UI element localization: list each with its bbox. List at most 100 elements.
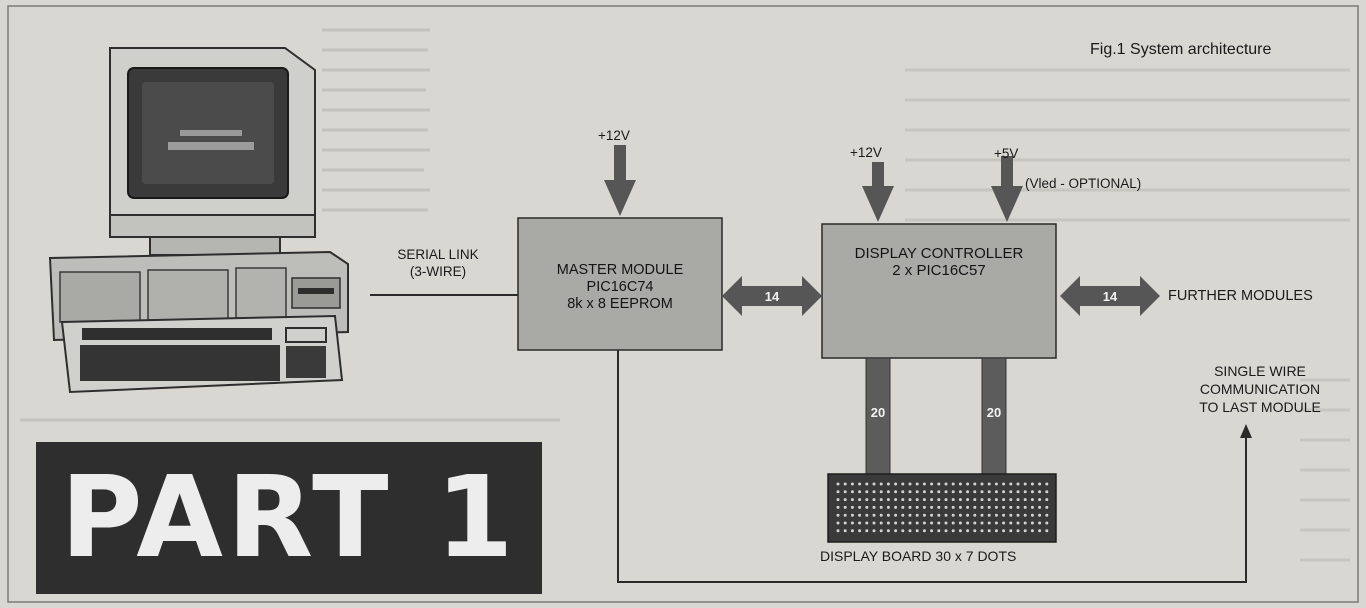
display-dot: [901, 521, 905, 525]
display-dot: [966, 498, 970, 502]
display-dot: [1009, 498, 1013, 502]
display-dot: [915, 498, 919, 502]
display-dot: [1002, 505, 1006, 509]
display-dot: [908, 505, 912, 509]
display-dot: [1016, 490, 1020, 494]
display-dot: [980, 482, 984, 486]
display-dot: [922, 505, 926, 509]
display-dot: [1038, 529, 1042, 533]
display-dot: [894, 490, 898, 494]
display-dot: [1038, 513, 1042, 517]
display-dot: [836, 490, 840, 494]
display-dot: [901, 498, 905, 502]
display-dot: [850, 529, 854, 533]
master-module-text: MASTER MODULE PIC16C74 8k x 8 EEPROM: [518, 262, 722, 313]
display-dot: [843, 521, 847, 525]
display-dot: [865, 513, 869, 517]
display-dot: [973, 490, 977, 494]
display-dot: [1016, 521, 1020, 525]
display-dot: [980, 529, 984, 533]
display-dot: [886, 505, 890, 509]
display-dot: [872, 521, 876, 525]
master-module-box: [517, 217, 723, 351]
display-dot: [1045, 490, 1049, 494]
display-dot: [894, 521, 898, 525]
supply-arrow-master-12v: [604, 145, 636, 216]
display-dot: [951, 498, 955, 502]
display-dot: [879, 513, 883, 517]
serial-link-label-line1: SERIAL LINK: [397, 247, 479, 262]
display-dot: [872, 505, 876, 509]
display-board: [827, 473, 1057, 543]
display-dot: [1002, 513, 1006, 517]
display-dot: [1038, 482, 1042, 486]
display-dot: [937, 490, 941, 494]
master-module-title: MASTER MODULE: [556, 262, 684, 278]
display-dot: [966, 490, 970, 494]
display-dot: [886, 490, 890, 494]
display-dot: [858, 490, 862, 494]
display-dot: [1045, 521, 1049, 525]
display-dot: [1002, 482, 1006, 486]
display-board-label: DISPLAY BOARD 30 x 7 DOTS: [820, 548, 1017, 564]
display-dot: [894, 513, 898, 517]
display-dot: [973, 498, 977, 502]
single-wire-return-line: [617, 350, 1247, 583]
display-dot: [865, 505, 869, 509]
display-dot: [944, 490, 948, 494]
single-wire-label: SINGLE WIRE COMMUNICATION TO LAST MODULE: [1190, 362, 1330, 416]
display-dot: [908, 498, 912, 502]
display-dot: [951, 513, 955, 517]
display-dot: [994, 498, 998, 502]
display-dot: [1038, 505, 1042, 509]
display-dot: [922, 521, 926, 525]
display-dot: [1016, 505, 1020, 509]
display-dot: [937, 529, 941, 533]
display-dot: [901, 490, 905, 494]
display-dot: [930, 521, 934, 525]
master-module-chip: PIC16C74: [586, 279, 654, 295]
display-dot: [944, 529, 948, 533]
display-dot: [966, 482, 970, 486]
display-dot: [922, 498, 926, 502]
display-dot: [886, 498, 890, 502]
display-dot: [901, 513, 905, 517]
display-dot: [958, 529, 962, 533]
display-dot: [1030, 513, 1034, 517]
display-dot: [908, 529, 912, 533]
background-text-column-left: [20, 28, 560, 422]
display-dot: [1023, 498, 1027, 502]
display-dot: [930, 513, 934, 517]
display-dot: [958, 513, 962, 517]
part-banner: PART 1: [36, 442, 542, 594]
display-dot: [1002, 490, 1006, 494]
display-dot: [858, 529, 862, 533]
single-wire-label-line3: TO LAST MODULE: [1199, 399, 1321, 415]
display-dot: [850, 521, 854, 525]
display-dot: [973, 505, 977, 509]
display-dot: [858, 513, 862, 517]
display-dot: [894, 529, 898, 533]
display-dot: [1038, 490, 1042, 494]
display-dot: [915, 490, 919, 494]
display-dot: [1023, 521, 1027, 525]
display-dot: [1030, 490, 1034, 494]
display-dot: [1002, 529, 1006, 533]
supply-arrow-controller-5v: [991, 156, 1023, 222]
display-dot: [987, 521, 991, 525]
display-dot: [994, 529, 998, 533]
display-dot: [1038, 498, 1042, 502]
display-dot: [901, 505, 905, 509]
display-dot: [843, 490, 847, 494]
display-dot: [966, 505, 970, 509]
display-dot: [944, 505, 948, 509]
background-text-column-right: [905, 68, 1350, 562]
display-dot: [966, 529, 970, 533]
ribbon-width-right: 20: [986, 405, 1002, 420]
display-dot: [1045, 529, 1049, 533]
display-dot: [1045, 498, 1049, 502]
display-dot: [850, 513, 854, 517]
display-dot: [966, 521, 970, 525]
display-dot: [987, 490, 991, 494]
display-dot: [836, 513, 840, 517]
